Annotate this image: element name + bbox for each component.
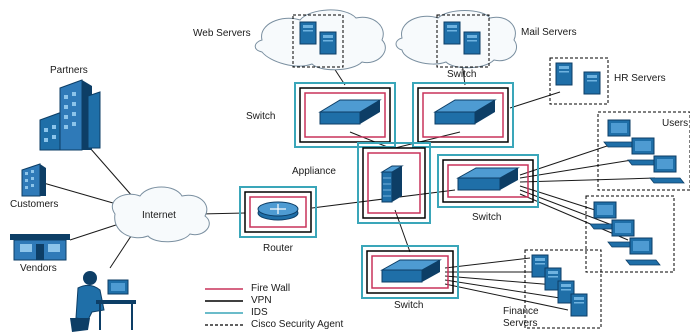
mail-servers-icon — [436, 14, 490, 68]
partners-label: Partners — [50, 65, 88, 76]
legend-csa-label: Cisco Security Agent — [251, 319, 344, 330]
legend-ids-label: IDS — [251, 307, 268, 318]
legend-vpn-label: VPN — [251, 295, 272, 306]
switch-top-left-label: Switch — [246, 111, 276, 122]
appliance-label: Appliance — [292, 166, 336, 177]
web-servers-icon — [292, 14, 344, 68]
vendors-store-icon — [10, 234, 70, 261]
remote-user-icon — [70, 271, 136, 332]
partners-building-icon — [39, 79, 101, 151]
finance-servers-label-2: Servers — [503, 318, 538, 329]
link-internet-router — [199, 212, 246, 215]
internet-cloud — [112, 186, 210, 243]
users-group-2-icon — [585, 195, 675, 273]
web-servers-label: Web Servers — [193, 28, 251, 39]
switch-mid-icon — [437, 154, 539, 208]
users-label: Users — [662, 118, 689, 129]
internet-label: Internet — [142, 210, 176, 221]
link-switchtr-hr — [509, 91, 561, 109]
customers-label: Customers — [10, 199, 59, 210]
router-label: Router — [263, 243, 294, 254]
hr-servers-label: HR Servers — [614, 73, 666, 84]
switch-top-right-label: Switch — [447, 69, 477, 80]
finance-servers-label-1: Finance — [503, 306, 539, 317]
vendors-label: Vendors — [20, 263, 57, 274]
hr-servers-icon — [549, 57, 609, 105]
customers-building-icon — [21, 163, 46, 197]
mail-servers-label: Mail Servers — [521, 27, 577, 38]
legend-swatches — [205, 288, 243, 326]
switch-mid-label: Switch — [472, 212, 502, 223]
switch-bottom-label: Switch — [394, 300, 424, 311]
network-links — [39, 61, 656, 311]
switch-bottom-icon — [361, 245, 459, 299]
switch-top-right-icon — [412, 82, 514, 148]
legend-firewall-label: Fire Wall — [251, 283, 291, 294]
switch-top-left-icon — [294, 82, 396, 148]
appliance-icon — [357, 142, 431, 224]
users-group-icon — [597, 111, 690, 191]
link-appliance-switchtr — [394, 131, 461, 149]
router-icon — [239, 186, 317, 238]
finance-servers-icon — [524, 249, 602, 329]
link-appliance-switchtl — [349, 131, 391, 149]
link-customers-internet — [39, 181, 121, 206]
